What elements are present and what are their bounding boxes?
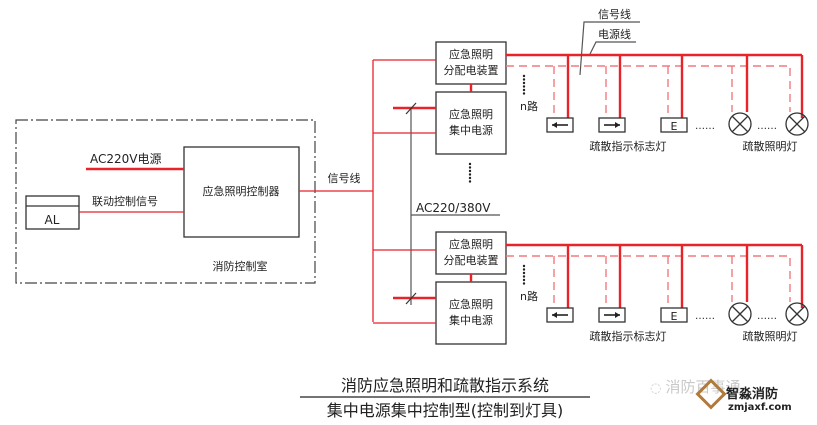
more-groups-dots [468,180,472,183]
signal-bus [506,255,791,302]
svg-text:E: E [671,310,678,323]
lighting-group: 应急照明分配电装置应急照明集中电源n路E…………疏散指示标志灯疏散照明灯信号线电… [373,7,809,155]
evacuation-lighting-label: 疏散照明灯 [743,139,798,153]
ac220v-power-label: AC220V电源 [90,152,162,166]
central-power-source-label: 应急照明 [449,107,493,121]
title-line1: 消防应急照明和疏散指示系统 [341,376,549,395]
central-power-source [435,91,507,155]
watermark-brand: 智淼消防 [726,387,779,402]
distribution-device-label: 应急照明 [449,47,493,61]
svg-text:……: …… [695,311,715,322]
exit-sign-label: 疏散指示标志灯 [590,139,667,153]
control-room-label: 消防控制室 [213,259,268,273]
ac220-380-label: AC220/380V [416,201,491,215]
distribution-device-label: 分配电装置 [444,254,499,267]
signal-line-label: 信号线 [328,171,361,185]
arrow-sign-icon [546,307,574,323]
lighting-group: 应急照明分配电装置应急照明集中电源n路E…………疏散指示标志灯疏散照明灯 [373,231,809,345]
watermark-url: zmjaxf.com [728,402,792,413]
exit-sign-icon [660,307,688,323]
svg-text:E: E [671,120,678,133]
evacuation-light-icon [785,302,809,326]
evacuation-light-icon [728,302,752,326]
linkage-signal-label: 联动控制信号 [92,194,158,208]
control-room-boundary [15,119,316,284]
wechat-icon: ◌ [650,381,666,396]
distribution-device-label: 应急照明 [449,237,493,251]
signal-bus [506,65,791,112]
central-power-source-label: 集中电源 [449,123,493,137]
title-line2: 集中电源集中控制型(控制到灯具) [327,401,564,420]
arrow-sign-icon [546,117,574,133]
svg-text:……: …… [695,121,715,132]
n-routes-label: n路 [520,290,538,303]
arrow-sign-icon [598,117,626,133]
evacuation-lighting-label: 疏散照明灯 [743,329,798,343]
svg-text:……: …… [757,121,777,132]
arrow-sign-icon [598,307,626,323]
legend-power-line: 电源线 [598,27,631,41]
watermark-channel: ◌ 消防百事通 [650,378,741,396]
evacuation-light-icon [785,112,809,136]
evacuation-light-icon [728,112,752,136]
more-groups-dots [468,166,472,169]
distribution-device-label: 分配电装置 [444,64,499,77]
svg-text:……: …… [757,311,777,322]
n-routes-label: n路 [520,100,538,113]
central-power-source [435,281,507,345]
more-groups-dots [468,176,472,180]
exit-sign-icon [660,117,688,133]
central-power-source-label: 集中电源 [449,313,493,327]
al-panel: AL [25,195,80,230]
exit-sign-label: 疏散指示标志灯 [590,329,667,343]
legend-signal-line: 信号线 [598,7,631,21]
al-label: AL [45,213,60,227]
more-groups-dots [468,169,472,173]
controller-label: 应急照明控制器 [203,184,280,198]
central-power-source-label: 应急照明 [449,297,493,311]
more-groups-dots [468,162,472,166]
more-groups-dots [468,173,472,176]
emergency-lighting-controller [183,146,300,238]
